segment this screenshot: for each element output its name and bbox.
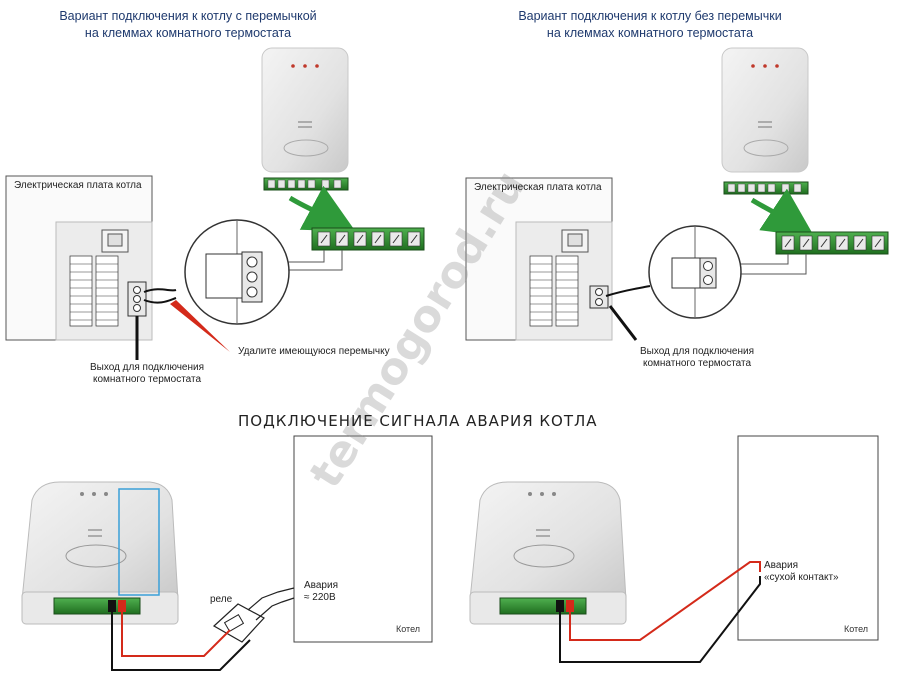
alarm-label-bottom-left: Авария ≈ 220В: [304, 580, 338, 604]
black-wire-bottom-right: [559, 576, 761, 663]
section-title: ПОДКЛЮЧЕНИЕ СИГНАЛА АВАРИЯ КОТЛА: [238, 412, 598, 430]
black-wire-bottom-left: [111, 612, 251, 671]
magnifier-top-right: [648, 225, 742, 319]
boiler-box-bottom-left: [293, 435, 433, 643]
board-label-top-left: Электрическая плата котла: [14, 180, 142, 191]
boiler-label-bottom-right: Котел: [844, 624, 869, 634]
output-label-top-left-line1: Выход для подключения: [89, 362, 205, 373]
controller-device-bottom-right: [469, 481, 627, 625]
alarm-label-bottom-right: Авария «сухой контакт»: [764, 560, 839, 584]
device-terminal-strip-top-left: [263, 177, 349, 191]
green-arrow-top-left: [288, 185, 356, 232]
alarm-label-bottom-left-line1: Авария: [304, 580, 338, 591]
output-label-top-left: Выход для подключения комнатного термост…: [84, 362, 210, 386]
highlight-frame: [118, 488, 160, 596]
thermostat-device-top-left: [261, 47, 349, 173]
red-wire-bottom-left: [121, 612, 231, 657]
red-arrow-top-left: [170, 300, 230, 352]
title-top-right-line2: на клеммах комнатного термостата: [546, 26, 754, 40]
relay-label: реле: [210, 594, 233, 605]
title-top-left-line2: на клеммах комнатного термостата: [84, 26, 292, 40]
thermostat-device-top-right: [721, 47, 809, 173]
alarm-label-bottom-right-line1: Авария: [764, 560, 798, 571]
title-top-right: Вариант подключения к котлу без перемычк…: [492, 8, 808, 42]
alarm-label-bottom-right-line2: «сухой контакт»: [764, 572, 839, 583]
output-label-top-right-line1: Выход для подключения: [639, 346, 755, 357]
output-label-top-left-line2: комнатного термостата: [92, 374, 202, 385]
title-top-left-line1: Вариант подключения к котлу с перемычкой: [59, 9, 317, 23]
boiler-box-bottom-right: [737, 435, 879, 641]
controller-device-bottom-left: [21, 481, 179, 625]
large-terminal-strip-top-left: [311, 227, 425, 251]
green-arrow-top-right: [750, 188, 815, 238]
alarm-label-bottom-left-line2: ≈ 220В: [304, 592, 336, 603]
remove-jumper-label: Удалите имеющуюся перемычку: [238, 346, 390, 357]
boiler-board-top-right: [465, 177, 613, 341]
boiler-label-bottom-left: Котел: [396, 624, 421, 634]
device-terminal-strip-top-right: [723, 181, 809, 195]
output-label-top-right-line2: комнатного термостата: [642, 358, 752, 369]
boiler-board-top-left: [5, 175, 153, 341]
red-wire-bottom-right: [569, 561, 761, 641]
board-label-top-right: Электрическая плата котла: [474, 182, 602, 193]
magnifier-top-left: [184, 219, 290, 325]
large-terminal-strip-top-right: [775, 231, 889, 255]
title-top-right-line1: Вариант подключения к котлу без перемычк…: [518, 9, 782, 23]
title-top-left: Вариант подключения к котлу с перемычкой…: [28, 8, 348, 42]
output-label-top-right: Выход для подключения комнатного термост…: [632, 346, 762, 370]
